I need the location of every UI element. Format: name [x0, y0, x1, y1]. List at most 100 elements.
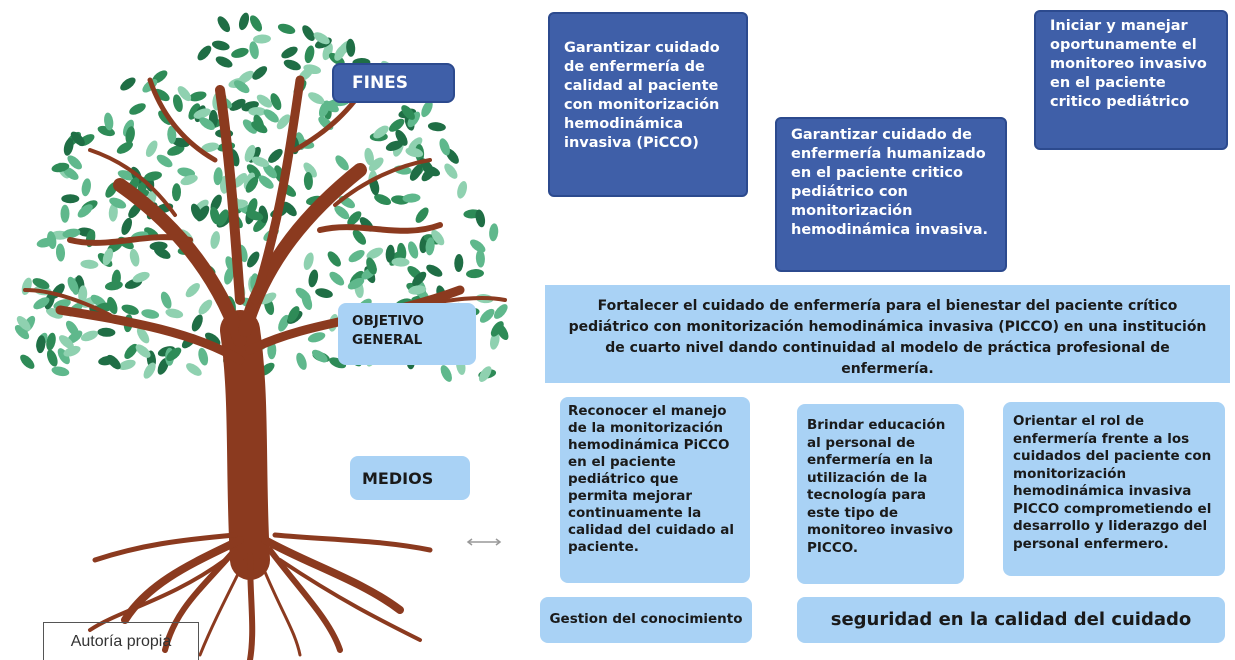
- leaf: [313, 32, 330, 45]
- leaf: [36, 335, 46, 354]
- leaf: [149, 241, 168, 251]
- leaf: [478, 366, 492, 382]
- leaf: [132, 271, 150, 283]
- leaf: [135, 344, 151, 358]
- leaf: [58, 335, 74, 349]
- leaf: [489, 223, 499, 242]
- leaf: [63, 167, 79, 180]
- leaf: [120, 77, 136, 91]
- leaf: [205, 332, 221, 346]
- leaf: [145, 140, 158, 157]
- leaf: [116, 141, 133, 154]
- leaf: [373, 125, 389, 139]
- leaf: [213, 167, 223, 186]
- leaf: [303, 162, 317, 178]
- fines-label: FINES: [332, 63, 455, 103]
- medio-box-3: Orientar el rol de enfermería frente a l…: [1003, 402, 1225, 576]
- leaf: [108, 203, 118, 222]
- leaf: [129, 103, 146, 115]
- leaf: [426, 264, 443, 277]
- leaf: [466, 269, 484, 279]
- leaf: [233, 80, 250, 94]
- fin-text-3: Iniciar y manejar oportunamente el monit…: [1050, 18, 1207, 110]
- leaf: [124, 343, 138, 359]
- leaf: [67, 276, 79, 294]
- leaf: [171, 183, 182, 202]
- leaf: [470, 239, 486, 253]
- leaf: [80, 259, 99, 269]
- leaf: [493, 304, 508, 319]
- leaf: [263, 163, 277, 179]
- leaf: [78, 285, 88, 304]
- leaf: [409, 164, 423, 181]
- leaf: [156, 154, 173, 168]
- leaf: [249, 15, 263, 32]
- leaf: [20, 354, 35, 369]
- leaf: [347, 277, 365, 290]
- leaf: [33, 297, 50, 310]
- leaf: [329, 271, 345, 286]
- leaf: [32, 278, 50, 290]
- leaf: [260, 292, 277, 305]
- leaf: [295, 287, 311, 302]
- leaf: [334, 205, 350, 220]
- leaf: [198, 347, 209, 366]
- leaf: [211, 40, 230, 51]
- leaf: [80, 330, 99, 342]
- leaf: [277, 23, 296, 35]
- leaf: [210, 231, 220, 249]
- leaf: [253, 34, 271, 44]
- leaf: [408, 285, 427, 295]
- leaf: [217, 16, 231, 33]
- leaf: [457, 181, 468, 199]
- leaf: [439, 138, 450, 156]
- objetivo-general-label: OBJETIVO GENERAL: [338, 303, 476, 365]
- leaf: [307, 332, 326, 343]
- leaf: [444, 163, 458, 179]
- leaf: [81, 178, 91, 197]
- leaf: [199, 117, 215, 131]
- leaf: [154, 247, 171, 259]
- leaf: [167, 125, 177, 144]
- gestion-box: Gestion del conocimiento: [540, 597, 752, 643]
- leaf: [242, 119, 257, 134]
- leaf: [245, 176, 259, 193]
- leaf: [217, 209, 229, 227]
- leaf: [231, 47, 249, 58]
- leaf: [44, 292, 55, 310]
- leaf: [256, 94, 273, 108]
- leaf: [97, 327, 116, 337]
- seguridad-text: seguridad en la calidad del cuidado: [830, 609, 1192, 631]
- leaf: [302, 25, 315, 41]
- fines-label-text: FINES: [352, 73, 409, 93]
- leaf: [104, 112, 114, 131]
- leaf: [401, 105, 415, 120]
- leaf: [67, 155, 82, 170]
- leaf: [246, 164, 261, 179]
- leaf: [385, 244, 395, 263]
- leaf: [311, 349, 328, 363]
- leaf: [173, 94, 183, 113]
- leaf: [60, 204, 70, 223]
- leaf: [111, 269, 121, 288]
- leaf: [303, 252, 314, 270]
- gestion-text: Gestion del conocimiento: [549, 611, 743, 628]
- leaf: [282, 201, 297, 217]
- objetivo-general-label-text: OBJETIVO GENERAL: [352, 313, 424, 348]
- leaf: [425, 237, 435, 256]
- leaf: [16, 316, 31, 331]
- leaf: [121, 217, 132, 235]
- leaf: [197, 45, 212, 61]
- leaf: [51, 162, 70, 173]
- leaf: [46, 332, 56, 351]
- leaf: [251, 156, 269, 168]
- leaf: [153, 88, 170, 102]
- leaf: [180, 174, 198, 186]
- leaf: [347, 211, 362, 226]
- medio-text-3: Orientar el rol de enfermería frente a l…: [1013, 413, 1212, 552]
- leaf: [36, 237, 55, 248]
- leaf: [268, 148, 283, 163]
- leaf: [249, 41, 259, 60]
- leaf: [107, 296, 118, 315]
- leaf: [415, 207, 429, 223]
